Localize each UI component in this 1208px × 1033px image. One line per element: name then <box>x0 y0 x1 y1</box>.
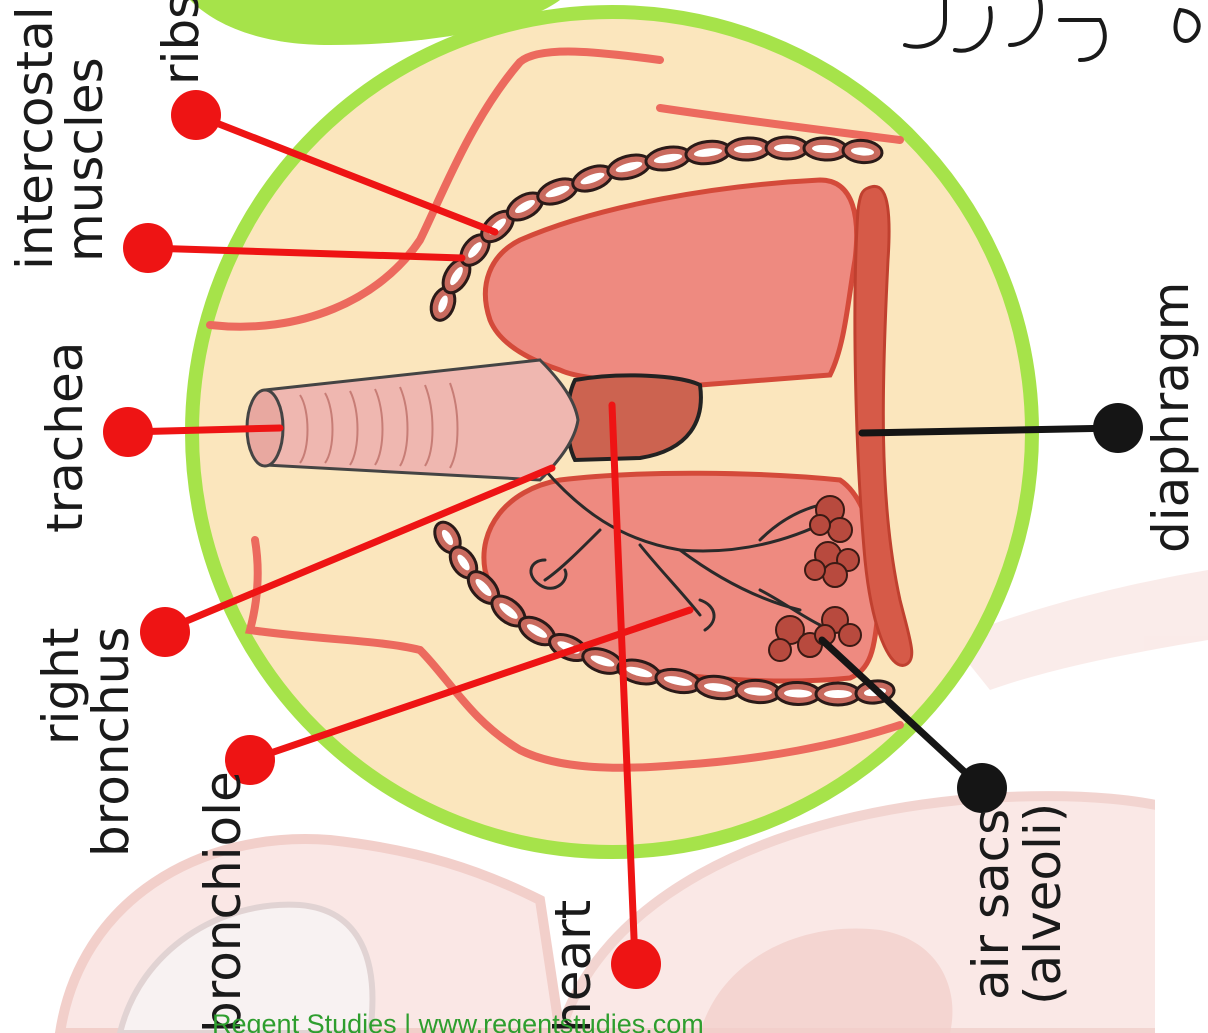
diaphragm-pointer-dot <box>1093 403 1143 453</box>
diaphragm-pointer-line <box>862 428 1118 433</box>
diaphragm-label: diaphragm <box>1142 282 1200 553</box>
intercostal-label-line2: muscles <box>56 57 114 262</box>
trachea-pointer-dot <box>103 407 153 457</box>
upper-rib-segment-highlight <box>774 144 800 152</box>
right-bronchus-label-line2: bronchus <box>82 627 140 857</box>
trachea-label: trachea <box>36 342 94 533</box>
bronchus-pointer-dot <box>140 607 190 657</box>
intercostal-pointer-dot <box>123 223 173 273</box>
cropped-text-fragments <box>905 0 1199 60</box>
bronchiole-label: bronchiole <box>194 771 252 1033</box>
ribs-label: ribs <box>152 0 210 85</box>
air-sacs-label-line1: air sacs <box>962 809 1020 1000</box>
ribs-pointer-dot <box>171 90 221 140</box>
air-sacs-label-line2: (alveoli) <box>1014 803 1072 1005</box>
heart-pointer-dot <box>611 939 661 989</box>
footer-credit: Regent Studies | www.regentstudies.com <box>212 1009 704 1033</box>
lower-rib-segment-highlight <box>824 690 852 698</box>
alveoli-pointer-dot <box>957 763 1007 813</box>
